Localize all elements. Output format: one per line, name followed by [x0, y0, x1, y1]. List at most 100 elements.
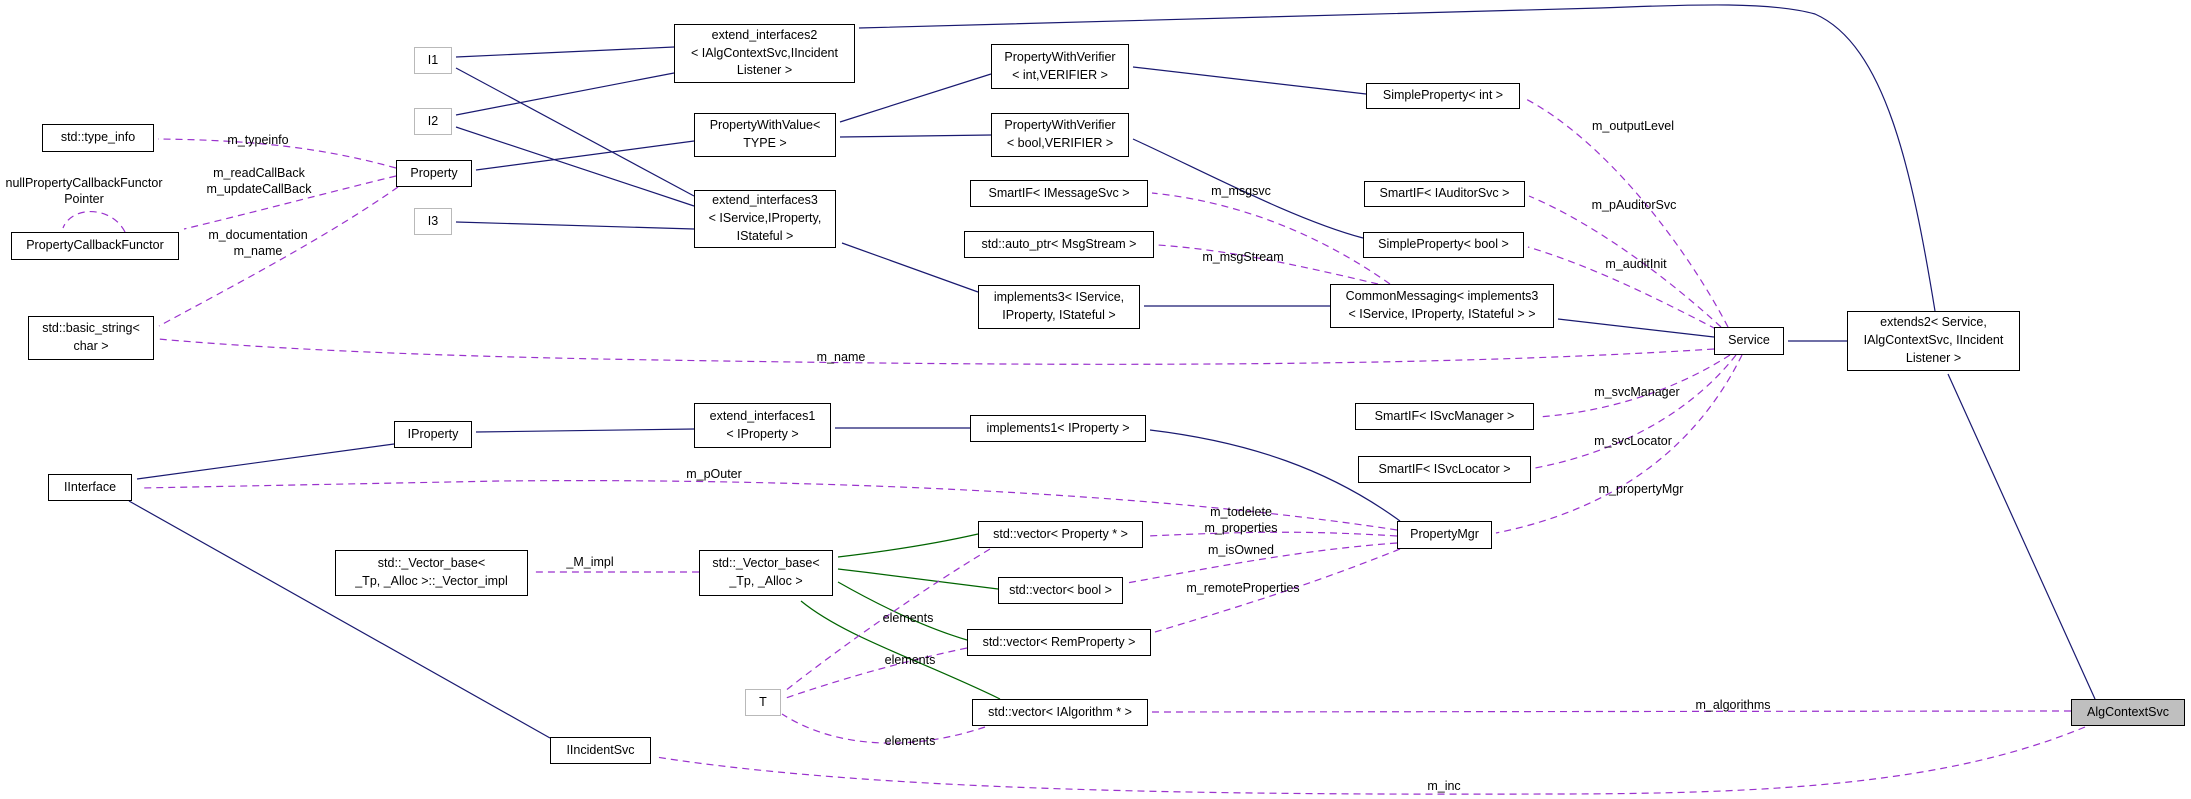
- edge-label-m-algorithms: m_algorithms: [1695, 697, 1771, 712]
- edge-label-null-pcf-pointer: nullPropertyCallbackFunctor Pointer: [5, 175, 163, 206]
- node-iproperty[interactable]: IProperty: [394, 421, 472, 448]
- node-property[interactable]: Property: [396, 160, 472, 187]
- edge-inheritance-pwvint-pwvalue: [839, 73, 992, 123]
- edge-usage-service-smartifisvcloc: [1534, 354, 1737, 469]
- node-extend-interfaces2[interactable]: extend_interfaces2 < IAlgContextSvc,IInc…: [674, 24, 855, 83]
- edge-protected-vecproperty-vectorbase: [837, 533, 979, 558]
- edge-inheritance-ext3-i1: [455, 67, 695, 197]
- edge-usage-vecialg-t: [781, 713, 986, 744]
- node-std-vector-remproperty[interactable]: std::vector< RemProperty >: [967, 629, 1151, 656]
- edge-label-m-name: m_name: [816, 349, 866, 364]
- node-extends2[interactable]: extends2< Service, IAlgContextSvc, IInci…: [1847, 311, 2020, 371]
- node-smartif-isvclocator[interactable]: SmartIF< ISvcLocator >: [1358, 456, 1531, 483]
- edge-protected-vecialg-vectorbase: [800, 600, 1001, 700]
- edge-label-m-msgsvc: m_msgsvc: [1211, 183, 1271, 198]
- node-std-type-info[interactable]: std::type_info: [42, 124, 154, 152]
- node-i1[interactable]: I1: [414, 47, 452, 74]
- edge-usage-commonmsg-smartifimsg: [1151, 192, 1391, 285]
- node-common-messaging[interactable]: CommonMessaging< implements3 < IService,…: [1330, 284, 1554, 328]
- edge-inheritance-ext3-i3: [455, 221, 695, 230]
- edge-label-m-remoteproperties: m_remoteProperties: [1186, 580, 1300, 595]
- node-property-callback-functor[interactable]: PropertyCallbackFunctor: [11, 232, 179, 260]
- edge-inheritance-pwvbool-pwvalue: [839, 134, 992, 138]
- node-property-with-value[interactable]: PropertyWithValue< TYPE >: [694, 113, 836, 157]
- node-algcontextsvc[interactable]: AlgContextSvc: [2071, 699, 2185, 726]
- edge-inheritance-service-commonmsg: [1557, 318, 1715, 338]
- edge-label-m-isowned: m_isOwned: [1208, 542, 1274, 557]
- edge-usage-service-spint: [1523, 97, 1729, 328]
- edge-usage-algcontextsvc-vecialg: [1151, 710, 2072, 713]
- node-implements3[interactable]: implements3< IService, IProperty, IState…: [978, 285, 1140, 329]
- node-iinterface[interactable]: IInterface: [48, 474, 132, 501]
- node-smartif-imessagesvc[interactable]: SmartIF< IMessageSvc >: [970, 180, 1148, 207]
- edge-inheritance-pwvalue-property: [475, 140, 695, 171]
- edge-usage-algcontextsvc-iincidentsvc: [655, 726, 2086, 795]
- node-std-vector-ialgorithm[interactable]: std::vector< IAlgorithm * >: [972, 699, 1148, 726]
- edge-protected-vecbool-vectorbase: [837, 568, 999, 590]
- edge-inheritance-algcontextsvc-extends2: [1947, 373, 2096, 700]
- edge-inheritance-spint-pwvint: [1132, 66, 1367, 95]
- edge-inheritance-spbool-pwvbool: [1132, 138, 1364, 239]
- edge-label-m-inc: m_inc: [1427, 778, 1461, 793]
- edge-label-m-pouter: m_pOuter: [686, 466, 742, 481]
- node-property-with-verifier-int[interactable]: PropertyWithVerifier < int,VERIFIER >: [991, 44, 1129, 89]
- edge-inheritance-ext2-i1: [455, 46, 675, 58]
- node-iincidentsvc[interactable]: IIncidentSvc: [550, 737, 651, 764]
- node-smartif-isvcmanager[interactable]: SmartIF< ISvcManager >: [1355, 403, 1534, 430]
- edge-usage-propertymgr-vecremprop: [1154, 548, 1401, 633]
- edge-usage-commonmsg-autoptr: [1157, 244, 1379, 285]
- edge-usage-property-basicstring: [158, 186, 399, 327]
- node-std-vector-property[interactable]: std::vector< Property * >: [978, 521, 1143, 548]
- node-service[interactable]: Service: [1714, 327, 1784, 355]
- edge-inheritance-ext3-i2: [455, 126, 695, 207]
- edge-label-elements-3: elements: [884, 733, 936, 748]
- node-simpleproperty-bool[interactable]: SimpleProperty< bool >: [1363, 232, 1524, 258]
- edge-usage-propertymgr-vecbool: [1126, 542, 1398, 584]
- edge-usage-vecproperty-t: [784, 548, 991, 692]
- edge-usage-property-typeinfo: [157, 138, 397, 169]
- edge-inheritance-ext2-i2: [455, 72, 675, 116]
- edge-label-elements-1: elements: [882, 610, 934, 625]
- edge-label-m-typeinfo: m_typeinfo: [227, 132, 289, 147]
- edge-inheritance-ext1-iproperty: [475, 428, 695, 433]
- edge-label-m-auditinit: m_auditInit: [1605, 256, 1667, 271]
- node-std-auto-ptr-msgstream[interactable]: std::auto_ptr< MsgStream >: [964, 231, 1154, 258]
- edge-usage-service-spbool: [1527, 246, 1717, 330]
- edge-inheritance-propertymgr-implements1: [1149, 429, 1401, 522]
- edge-usage-service-smartifiaud: [1528, 195, 1722, 328]
- edge-usage-service-propertymgr: [1495, 354, 1743, 534]
- node-i3[interactable]: I3: [414, 208, 452, 235]
- edge-label-m-svcmanager: m_svcManager: [1594, 384, 1680, 399]
- edge-label-callbacks: m_readCallBack m_updateCallBack: [206, 165, 312, 196]
- edge-inheritance-extends2-ext2: [858, 4, 1936, 312]
- edge-label-m-pauditorsvc: m_pAuditorSvc: [1591, 197, 1677, 212]
- node-smartif-iauditorsvc[interactable]: SmartIF< IAuditorSvc >: [1364, 181, 1525, 207]
- edge-usage-property-pcf: [183, 175, 397, 230]
- node-std-vector-base[interactable]: std::_Vector_base< _Tp, _Alloc >: [699, 550, 833, 596]
- edge-protected-vecremprop-vectorbase: [837, 581, 968, 641]
- node-property-with-verifier-bool[interactable]: PropertyWithVerifier < bool,VERIFIER >: [991, 113, 1129, 157]
- node-i2[interactable]: I2: [414, 108, 452, 135]
- node-implements1[interactable]: implements1< IProperty >: [970, 415, 1146, 442]
- edge-label-m-outputlevel: m_outputLevel: [1591, 118, 1675, 133]
- edge-usage-pcf-selfloop: [62, 211, 126, 233]
- edge-inheritance-iproperty-iinterface: [136, 443, 395, 480]
- node-simpleproperty-int[interactable]: SimpleProperty< int >: [1366, 83, 1520, 109]
- edge-label-todelete-properties: m_todelete m_properties: [1204, 504, 1278, 535]
- node-std-basic-string[interactable]: std::basic_string< char >: [28, 316, 154, 360]
- edge-label-m-msgstream: m_msgStream: [1202, 249, 1284, 264]
- edge-usage-service-basicstring: [157, 338, 1715, 365]
- node-propertymgr[interactable]: PropertyMgr: [1397, 521, 1492, 549]
- node-extend-interfaces1[interactable]: extend_interfaces1 < IProperty >: [694, 403, 831, 448]
- edge-label-doc-name: m_documentation m_name: [208, 227, 308, 258]
- edge-label-m-impl: _M_impl: [566, 554, 614, 569]
- edge-label-elements-2: elements: [884, 652, 936, 667]
- edge-inheritance-implements3-ext3: [841, 242, 979, 293]
- node-extend-interfaces3[interactable]: extend_interfaces3 < IService,IProperty,…: [694, 190, 836, 248]
- node-t[interactable]: T: [745, 689, 781, 716]
- node-std-vector-base-impl[interactable]: std::_Vector_base< _Tp, _Alloc >::_Vecto…: [335, 550, 528, 596]
- edge-usage-vecremprop-t: [785, 647, 968, 699]
- node-std-vector-bool[interactable]: std::vector< bool >: [998, 577, 1123, 604]
